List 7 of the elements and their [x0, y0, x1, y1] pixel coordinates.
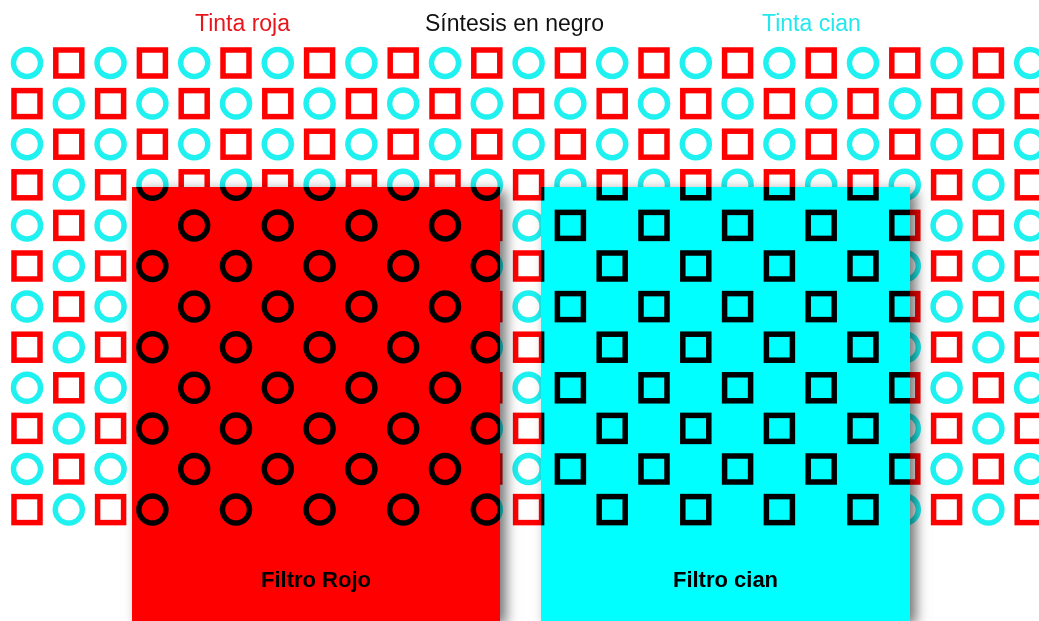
- filter-label: Filtro Rojo: [261, 567, 371, 593]
- filter-label: Filtro cian: [672, 567, 779, 593]
- ink-label: Tinta cian: [762, 10, 861, 37]
- filter-panel: [541, 187, 910, 621]
- filter-panel: [132, 187, 500, 621]
- ink-label: Tinta roja: [195, 10, 291, 37]
- ink-label: Síntesis en negro: [425, 10, 604, 37]
